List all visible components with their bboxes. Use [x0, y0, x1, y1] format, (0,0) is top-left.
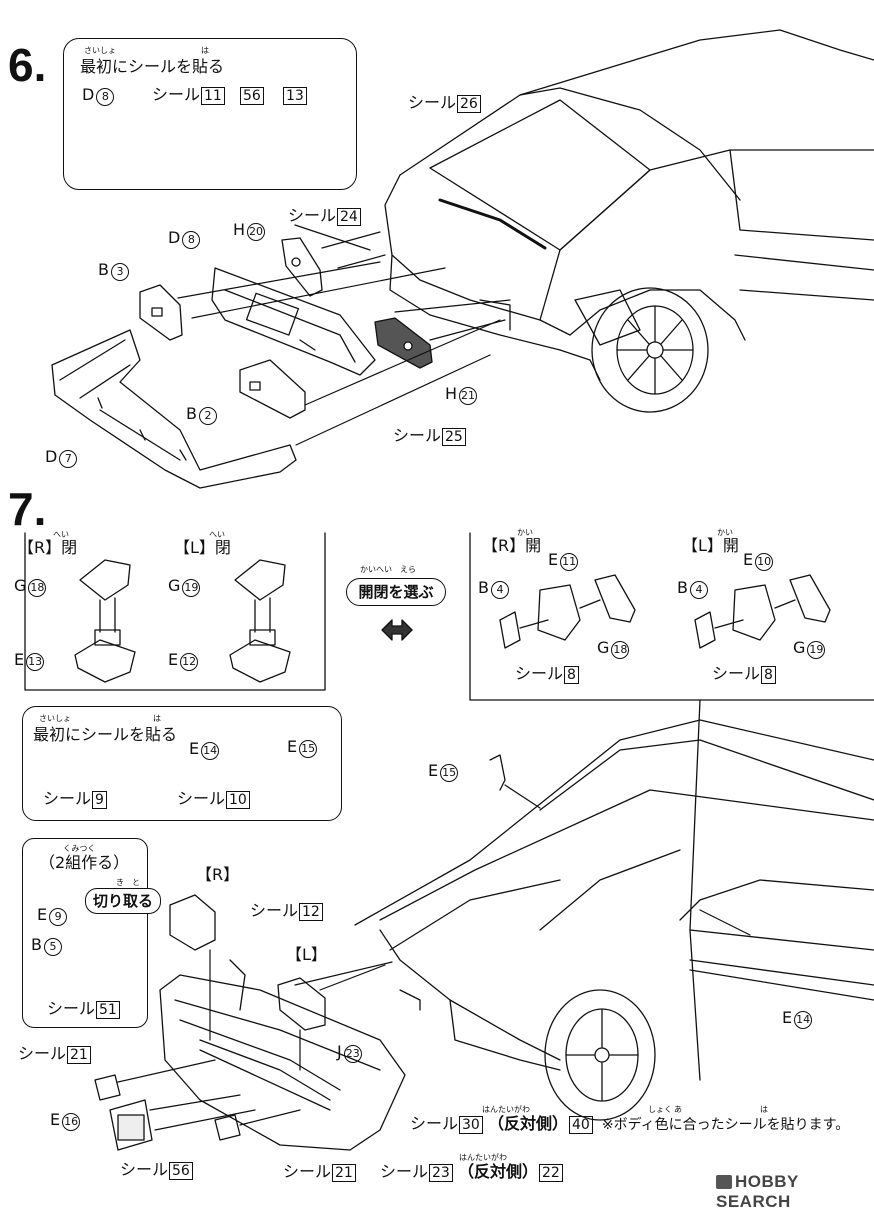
ruby-kaihei-erabu: かいへい えら: [360, 565, 416, 574]
ruby-saisho-7: さいしょ: [39, 714, 71, 723]
ruby-kirito: き と: [116, 878, 140, 887]
lamp-B2: [239, 359, 306, 419]
hobbysearch-watermark: HOBBY SEARCH: [716, 1172, 799, 1211]
label-R-open: 【R】開: [482, 536, 542, 555]
step6-arrows: [177, 224, 511, 446]
label-L-closed: 【L】閉: [174, 538, 231, 557]
car-front-body: [354, 699, 874, 1081]
ruby-a: あ: [674, 1105, 682, 1114]
rear-bumper-D7: [51, 329, 297, 489]
front-bumper-J23: [159, 974, 406, 1151]
label-R-closed: 【R】閉: [18, 538, 78, 557]
make-two-sets-text: （2組作る）: [39, 853, 130, 872]
step-7-number: 7.: [8, 483, 47, 535]
ruby-hei-R: へい: [53, 530, 69, 539]
ruby-saisho: さいしょ: [84, 46, 116, 55]
seal-56-inset: 56: [239, 87, 264, 105]
choose-open-close-bubble: 開閉を選ぶ: [346, 578, 446, 606]
cut-off-bubble: 切り取る: [85, 888, 161, 914]
ruby-shoku: しょく: [648, 1105, 672, 1114]
ruby-kai-R: かい: [517, 528, 533, 537]
ruby-hantai-30: はんたいがわ: [482, 1105, 530, 1114]
ruby-hei-L: へい: [209, 530, 225, 539]
frame-open: [469, 532, 874, 701]
label-R-front: 【R】: [196, 865, 240, 884]
label-L-open: 【L】開: [682, 536, 739, 555]
step7-arrows: [117, 784, 751, 1131]
car-rear-body: [384, 29, 874, 381]
ruby-ha-note: は: [760, 1105, 768, 1114]
garnish-D8: [211, 267, 376, 376]
lamp-H20: [281, 237, 323, 297]
front-wheel: [544, 989, 656, 1121]
first-box-title-7: 最初にシールを貼る: [33, 725, 178, 744]
rear-wheel: [591, 287, 709, 413]
frame-closed: [24, 532, 326, 691]
step-6-number: 6.: [8, 39, 47, 91]
step7-parts-closed: [74, 559, 291, 683]
lamp-B3: [139, 284, 183, 341]
ruby-hantai-23: はんたいがわ: [459, 1153, 507, 1162]
ruby-ha-7: は: [153, 714, 161, 723]
double-arrow-icon: [381, 619, 413, 641]
step7-parts-open: [499, 574, 831, 649]
seal-13-inset: 13: [282, 87, 307, 105]
hobbysearch-logo-icon: [716, 1175, 732, 1189]
lamp-H21: [374, 317, 433, 369]
label-L-front: 【L】: [286, 945, 327, 964]
first-box-title: 最初にシールを貼る: [80, 57, 225, 76]
ruby-kai-L: かい: [717, 528, 733, 537]
ruby-kumitsuku: くみつく: [63, 844, 96, 853]
ruby-ha: は: [201, 46, 209, 55]
